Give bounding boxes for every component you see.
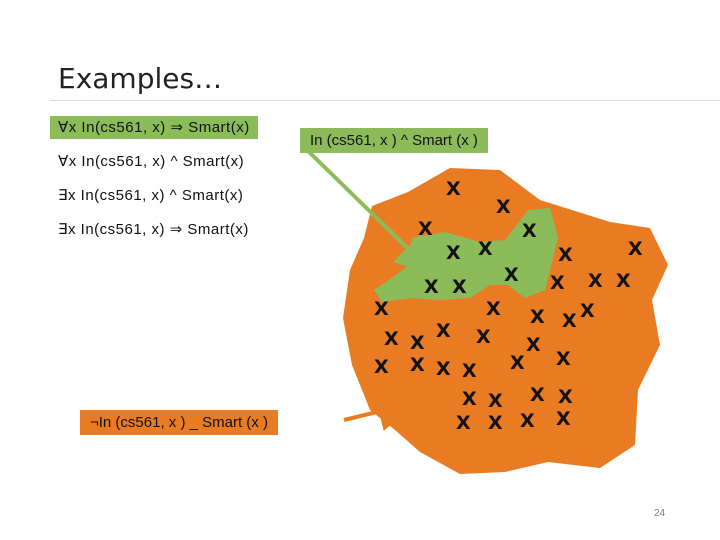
x-mark: X <box>374 358 389 377</box>
page-number: 24 <box>654 508 665 519</box>
x-mark: X <box>456 414 471 433</box>
x-mark: X <box>530 386 545 405</box>
x-mark: X <box>436 360 451 379</box>
x-mark: X <box>526 336 541 355</box>
x-mark: X <box>410 334 425 353</box>
x-mark: X <box>556 410 571 429</box>
x-mark: X <box>384 330 399 349</box>
conjunction-label: In (cs561, x ) ^ Smart (x ) <box>300 128 488 153</box>
x-mark: X <box>496 198 511 217</box>
formula-2: ∀x In(cs561, x) ^ Smart(x) <box>58 152 244 170</box>
formula-3: ∃x In(cs561, x) ^ Smart(x) <box>58 186 243 204</box>
x-mark: X <box>510 354 525 373</box>
formula-1: ∀x In(cs561, x) ⇒ Smart(x) <box>50 118 258 136</box>
x-mark: X <box>550 274 565 293</box>
x-mark: X <box>424 278 439 297</box>
x-mark: X <box>628 240 643 259</box>
x-mark: X <box>530 308 545 327</box>
x-mark: X <box>488 392 503 411</box>
x-mark: X <box>436 322 451 341</box>
x-mark: X <box>504 266 519 285</box>
x-mark: X <box>452 278 467 297</box>
x-mark: X <box>374 300 389 319</box>
x-mark: X <box>410 356 425 375</box>
x-mark: X <box>478 240 493 259</box>
x-mark: X <box>520 412 535 431</box>
x-mark: X <box>418 220 433 239</box>
x-mark: X <box>488 414 503 433</box>
x-mark: X <box>558 388 573 407</box>
x-mark: X <box>446 244 461 263</box>
x-mark: X <box>462 362 477 381</box>
x-mark: X <box>556 350 571 369</box>
formula-1-highlight: ∀x In(cs561, x) ⇒ Smart(x) <box>50 116 258 139</box>
x-mark: X <box>522 222 537 241</box>
x-mark: X <box>462 390 477 409</box>
x-mark: X <box>562 312 577 331</box>
x-mark: X <box>476 328 491 347</box>
x-mark: X <box>486 300 501 319</box>
x-mark: X <box>588 272 603 291</box>
implication-label: ¬In (cs561, x ) _ Smart (x ) <box>80 410 278 435</box>
x-mark: X <box>580 302 595 321</box>
x-mark: X <box>616 272 631 291</box>
formula-4: ∃x In(cs561, x) ⇒ Smart(x) <box>58 220 249 238</box>
x-mark: X <box>446 180 461 199</box>
x-mark: X <box>558 246 573 265</box>
